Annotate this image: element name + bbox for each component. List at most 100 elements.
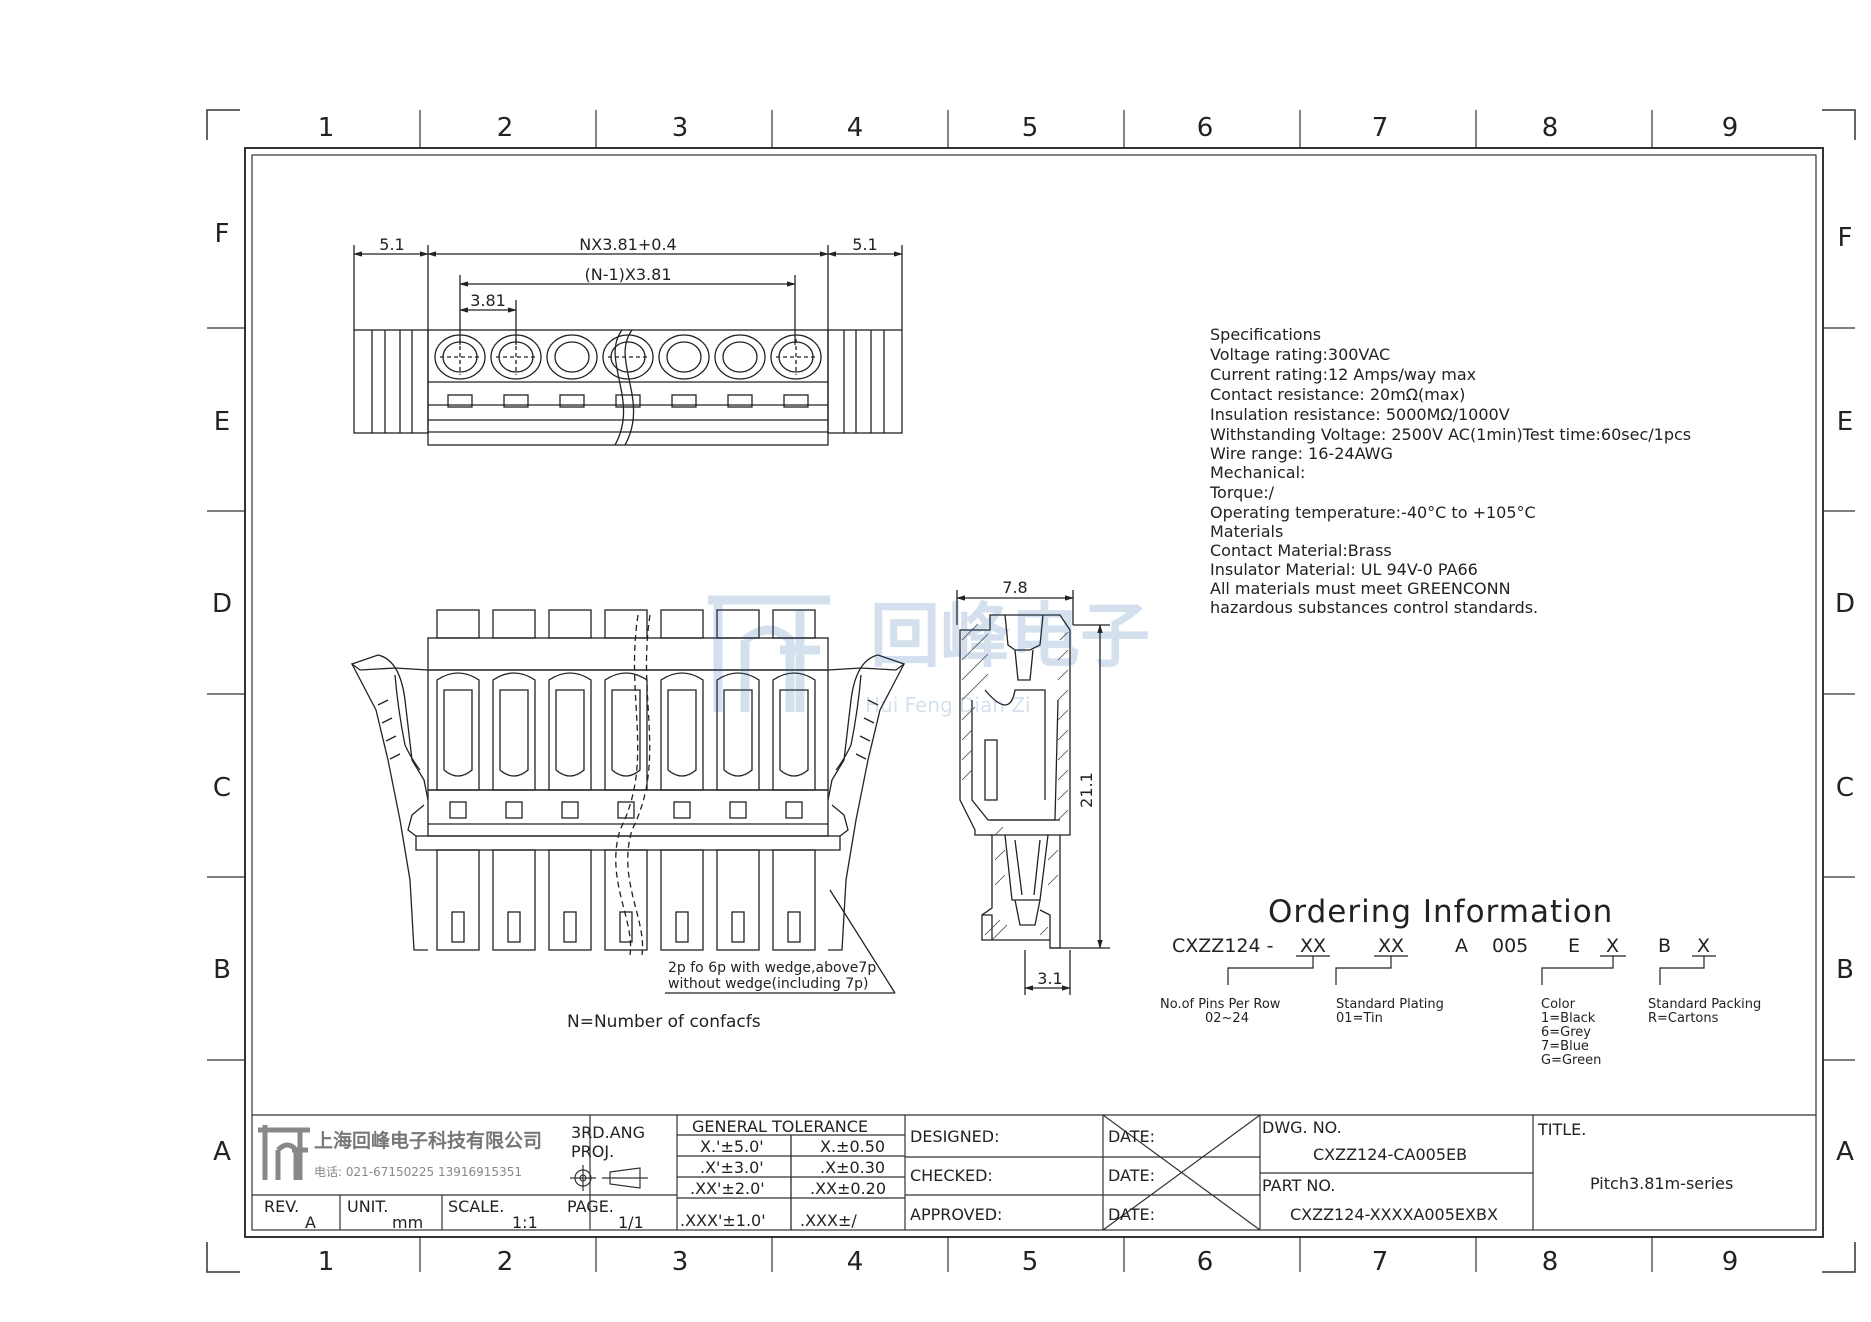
wedge-note-line-2: without wedge(including 7p) [668, 976, 868, 992]
tolerance-cell: .X'±3.0' [700, 1158, 764, 1177]
outer-border [244, 147, 1824, 1238]
grid-row-left-F: F [215, 219, 230, 249]
order-field-color: X [1606, 935, 1619, 957]
approved-label: APPROVED: [910, 1205, 1002, 1224]
order-code-e: E [1568, 935, 1580, 957]
spec-line: Withstanding Voltage: 2500V AC(1min)Test… [1210, 425, 1691, 444]
dim-side-width: 7.8 [1002, 578, 1027, 597]
spec-line: Materials [1210, 522, 1283, 541]
grid-row-left-D: D [212, 589, 232, 619]
scale-value: 1:1 [512, 1213, 538, 1232]
grid-col-top-2: 2 [497, 113, 514, 143]
tolerance-cell: X.'±5.0' [700, 1137, 764, 1156]
color-value: 1=Black [1541, 1011, 1596, 1026]
tolerance-cell: .XXX'±1.0' [680, 1211, 766, 1230]
tolerance-cell: X.±0.50 [820, 1137, 885, 1156]
spec-line: All materials must meet GREENCONN [1210, 579, 1511, 598]
tolerance-cell: .X±0.30 [820, 1158, 885, 1177]
dwg-no-label: DWG. NO. [1262, 1118, 1342, 1137]
rev-label: REV. [264, 1197, 299, 1216]
company-watermark: 回峰电子 Hui Feng Dian Zi [708, 595, 1150, 717]
grid-row-left-B: B [213, 955, 231, 985]
spec-line: Operating temperature:-40°C to +105°C [1210, 503, 1536, 522]
dim-total-width: NX3.81+0.4 [579, 235, 676, 254]
side-view [956, 590, 1110, 995]
contacts-note: N=Number of confacfs [567, 1012, 761, 1032]
page-value: 1/1 [618, 1213, 644, 1232]
spec-line: Specifications [1210, 325, 1321, 344]
tolerance-header: GENERAL TOLERANCE [692, 1117, 868, 1136]
spec-line: Contact resistance: 20mΩ(max) [1210, 385, 1465, 404]
top-view-holes [434, 329, 822, 446]
grid-row-right-E: E [1837, 407, 1853, 437]
grid-row-left-C: C [213, 773, 231, 803]
order-field-pins: XX [1300, 935, 1326, 957]
watermark-chinese: 回峰电子 [870, 595, 1150, 677]
grid-col-top-5: 5 [1022, 113, 1039, 143]
wedge-note-line-1: 2p fo 6p with wedge,above7p [668, 960, 876, 976]
ordering-information: Ordering Information CXZZ124 - XX XX A 0… [1160, 894, 1761, 1068]
watermark-pinyin: Hui Feng Dian Zi [865, 693, 1031, 717]
packing-label: Standard Packing [1648, 997, 1761, 1012]
dim-left-5-1: 5.1 [379, 235, 404, 254]
approved-date-label: DATE: [1108, 1205, 1155, 1224]
grid-row-left-A: A [213, 1137, 231, 1167]
tolerance-cell: .XXX±/ [800, 1211, 857, 1230]
tolerance-cell: .XX±0.20 [810, 1179, 886, 1198]
part-no-value: CXZZ124-XXXXA005EXBX [1290, 1205, 1498, 1224]
dim-side-base: 3.1 [1037, 969, 1062, 988]
grid-row-right-B: B [1836, 955, 1854, 985]
order-field-plating: XX [1378, 935, 1404, 957]
dim-right-5-1: 5.1 [852, 235, 877, 254]
unit-label: UNIT. [347, 1197, 388, 1216]
grid-col-bottom-2: 2 [497, 1247, 514, 1277]
grid-col-bottom-8: 8 [1542, 1247, 1559, 1277]
grid-row-right-C: C [1836, 773, 1854, 803]
grid-col-bottom-3: 3 [672, 1247, 689, 1277]
rev-value: A [305, 1213, 316, 1232]
pins-label: No.of Pins Per Row [1160, 997, 1281, 1012]
grid-col-bottom-9: 9 [1722, 1247, 1739, 1277]
company-logo-icon [708, 595, 830, 712]
grid-row-right-F: F [1838, 223, 1853, 253]
plating-value: 01=Tin [1336, 1011, 1383, 1026]
color-value: 6=Grey [1541, 1025, 1591, 1040]
grid-col-bottom-1: 1 [318, 1247, 335, 1277]
title-value: Pitch3.81m-series [1590, 1174, 1733, 1193]
grid-col-top-6: 6 [1197, 113, 1214, 143]
color-value: 7=Blue [1541, 1039, 1589, 1054]
checked-label: CHECKED: [910, 1166, 993, 1185]
projection-label-2: PROJ. [571, 1142, 614, 1161]
order-code-num: 005 [1492, 935, 1528, 957]
grid-col-bottom-6: 6 [1197, 1247, 1214, 1277]
projection-label-1: 3RD.ANG [571, 1123, 645, 1142]
scale-label: SCALE. [448, 1197, 504, 1216]
spec-line: Current rating:12 Amps/way max [1210, 365, 1476, 384]
grid-col-top-3: 3 [672, 113, 689, 143]
top-view [353, 245, 903, 446]
grid-row-left-E: E [214, 407, 230, 437]
grid-col-top-8: 8 [1542, 113, 1559, 143]
zone-ticks [207, 110, 1855, 1272]
ordering-title: Ordering Information [1268, 894, 1613, 930]
dim-pitch: 3.81 [470, 291, 506, 310]
grid-col-top-7: 7 [1372, 113, 1389, 143]
specifications-block: Specifications Voltage rating:300VAC Cur… [1209, 325, 1691, 617]
title-block [252, 1114, 1816, 1231]
spec-line: Contact Material:Brass [1210, 541, 1392, 560]
spec-line: Wire range: 16-24AWG [1210, 444, 1393, 463]
pins-range: 02~24 [1205, 1011, 1249, 1026]
order-field-packing: X [1697, 935, 1710, 957]
order-code-b: B [1658, 935, 1671, 957]
grid-col-bottom-7: 7 [1372, 1247, 1389, 1277]
title-label: TITLE. [1537, 1120, 1586, 1139]
plating-label: Standard Plating [1336, 997, 1444, 1012]
unit-value: mm [392, 1213, 423, 1232]
company-phone: 电话: 021-67150225 13916915351 [314, 1165, 522, 1179]
sheet-corners [206, 109, 1856, 1273]
color-value: G=Green [1541, 1053, 1601, 1068]
designed-date-label: DATE: [1108, 1127, 1155, 1146]
spec-line: Torque:/ [1209, 483, 1275, 502]
spec-line: Insulator Material: UL 94V-0 PA66 [1210, 560, 1478, 579]
